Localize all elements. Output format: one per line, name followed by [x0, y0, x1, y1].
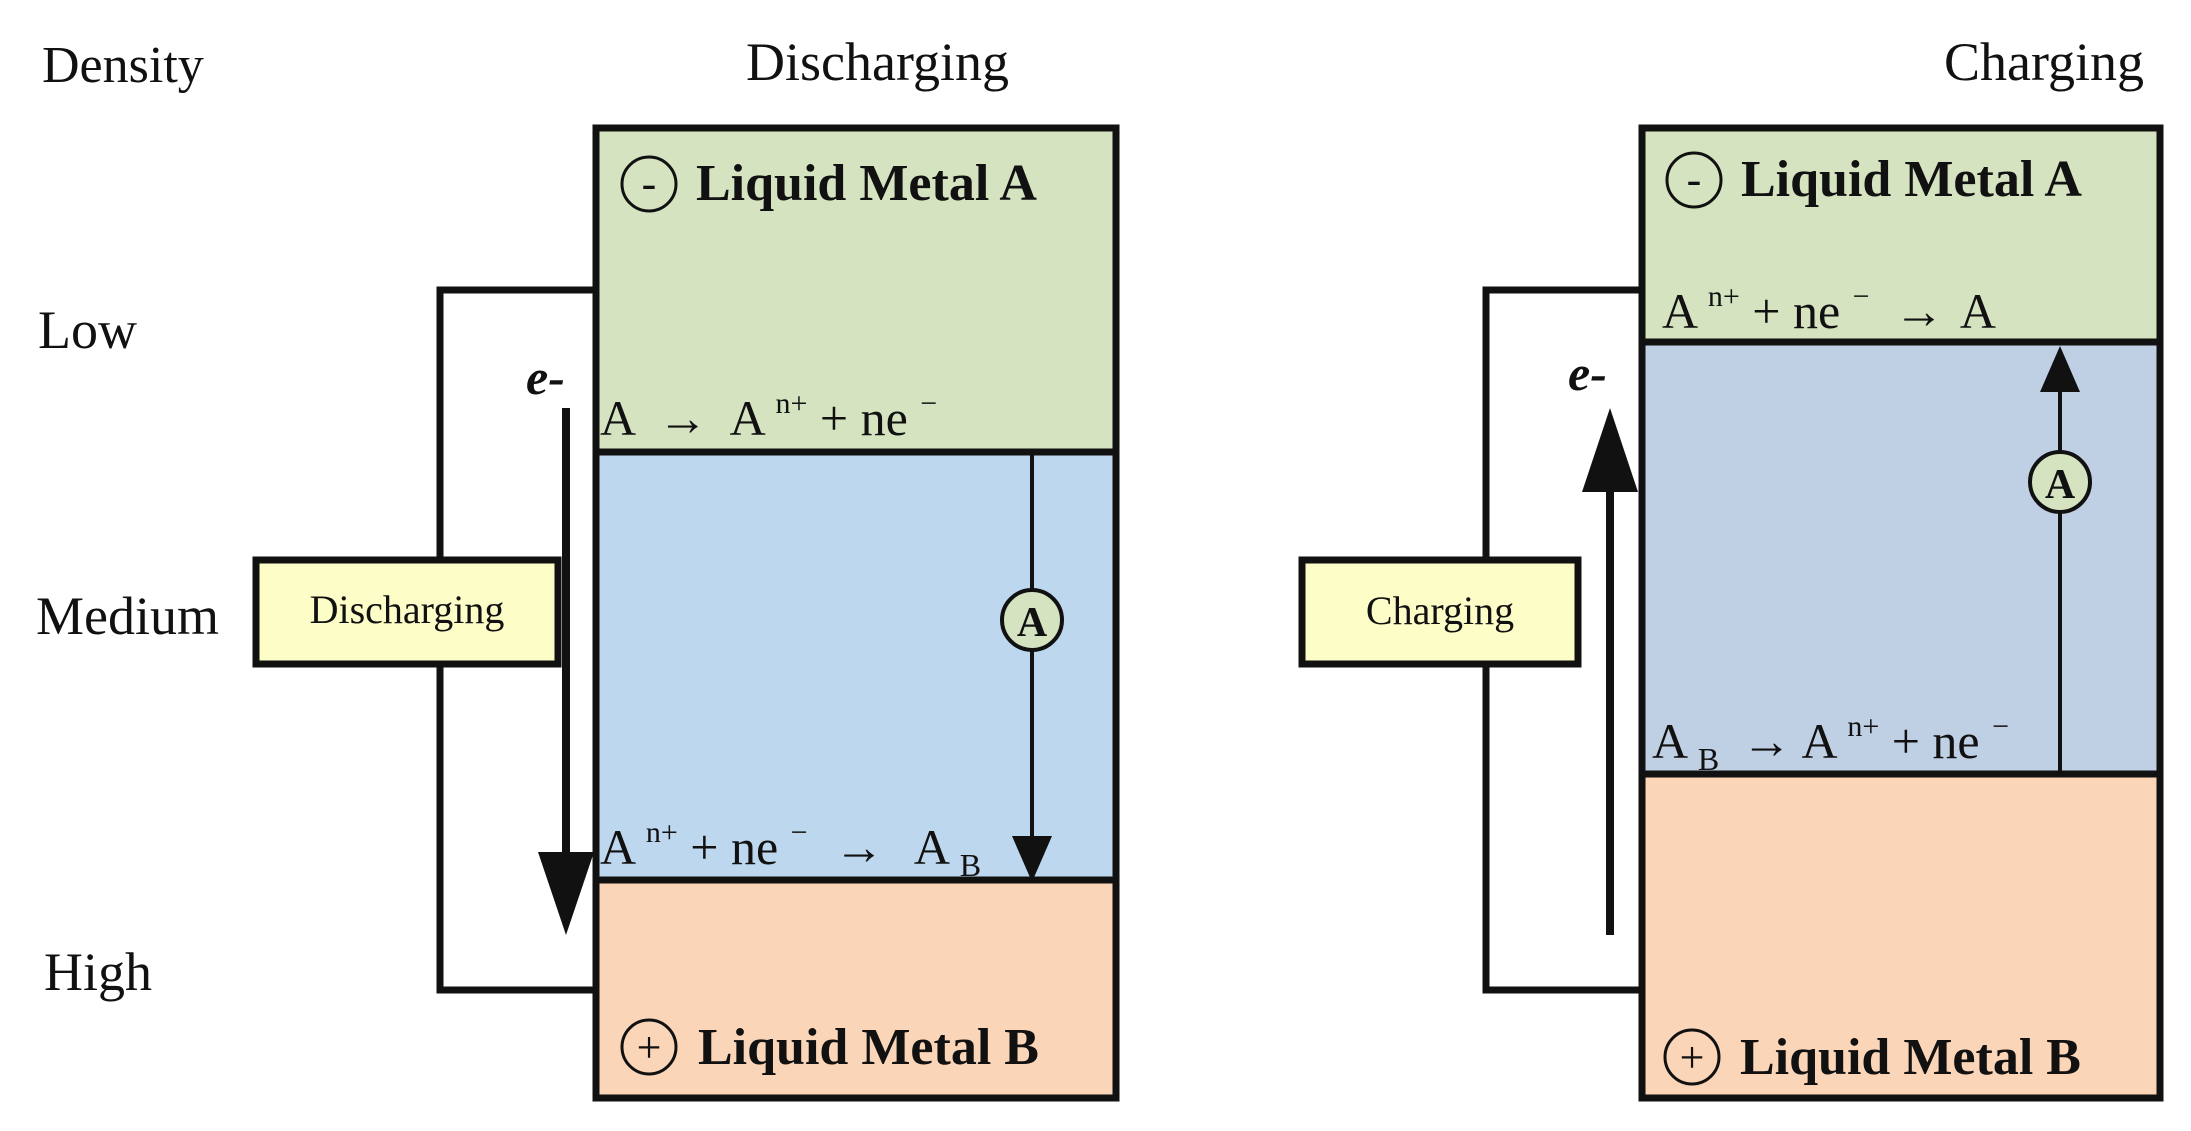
- discharging-title: Discharging: [746, 32, 1009, 92]
- charging-panel: Charging - Liquid Metal A + Liquid Metal…: [1298, 32, 2164, 1102]
- negative-terminal-icon: [1665, 151, 1723, 209]
- charging-electrolyte-layer: [1638, 338, 2164, 778]
- density-axis-title: Density: [42, 37, 204, 94]
- electron-label: e-: [1568, 345, 1607, 401]
- ammeter-symbol: A: [2045, 462, 2076, 508]
- positive-sign: +: [637, 1023, 662, 1072]
- charging-cathode-layer: [1638, 770, 2164, 1102]
- positive-sign: +: [1680, 1033, 1705, 1082]
- cathode-label: Liquid Metal B: [698, 1019, 1039, 1076]
- discharging-anode-layer: [592, 124, 1120, 456]
- electron-flow-arrowhead: [538, 852, 594, 935]
- cathode-reaction: A n+ + ne − → A B: [600, 797, 981, 883]
- negative-sign: -: [1687, 155, 1702, 204]
- electron-label: e-: [526, 349, 565, 405]
- electron-flow-arrowhead: [1582, 408, 1638, 492]
- cathode-label: Liquid Metal B: [1740, 1029, 2081, 1086]
- ion-flow-arrowhead: [2040, 346, 2080, 392]
- discharging-panel: Discharging - Liquid Metal A + Liquid Me…: [252, 32, 1120, 1102]
- negative-sign: -: [642, 159, 657, 208]
- charging-source-box: [1298, 556, 1582, 668]
- anode-reaction: A n+ + ne − → A: [1662, 261, 1996, 339]
- ion-flow-arrowhead: [1012, 836, 1052, 882]
- cathode-reaction: A B → A n+ + ne −: [1652, 691, 2009, 781]
- ammeter-icon: [2028, 450, 2092, 514]
- negative-terminal-icon: [620, 155, 678, 213]
- anode-reaction: A → A n+ + ne −: [600, 368, 937, 446]
- density-level-high: High: [44, 942, 152, 1002]
- discharging-load-box: [252, 556, 562, 668]
- ammeter-icon: [1000, 588, 1064, 652]
- charging-anode-layer: [1638, 124, 2164, 346]
- discharging-electrolyte-layer: [592, 448, 1120, 884]
- density-level-medium: Medium: [36, 586, 219, 646]
- positive-terminal-icon: [1663, 1028, 1721, 1086]
- density-level-low: Low: [38, 300, 137, 360]
- positive-terminal-icon: [620, 1018, 678, 1076]
- discharging-load-label: Discharging: [310, 587, 505, 632]
- anode-label: Liquid Metal A: [1741, 151, 2082, 208]
- discharging-cathode-layer: [592, 876, 1120, 1102]
- anode-label: Liquid Metal A: [696, 155, 1037, 212]
- ammeter-symbol: A: [1017, 600, 1048, 646]
- charging-title: Charging: [1944, 32, 2144, 92]
- charging-source-label: Charging: [1366, 588, 1514, 633]
